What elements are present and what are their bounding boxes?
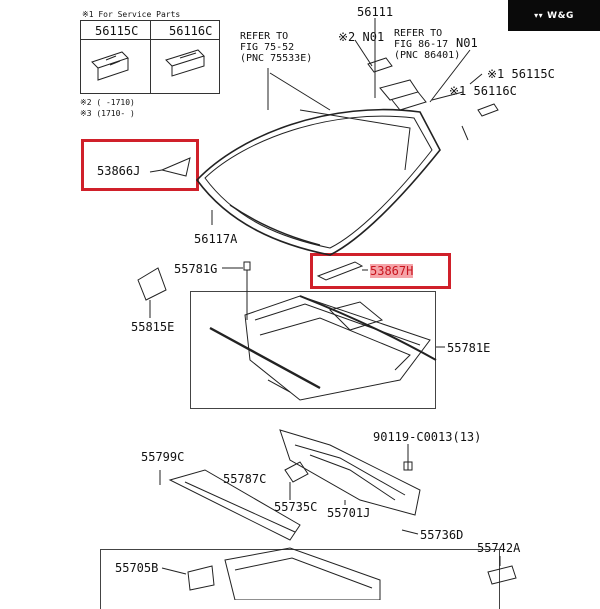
label-55781g: 55781G	[174, 262, 218, 276]
label-55735c: 55735C	[274, 500, 318, 514]
highlight-53867h	[310, 253, 451, 289]
clip-56115c-small	[477, 103, 499, 117]
bracket-55815e	[137, 267, 167, 301]
clip-56116c-sketch	[165, 49, 205, 77]
brand-text: W&G	[547, 10, 574, 21]
label-56111: 56111	[357, 5, 394, 19]
label-90119-c0013: 90119-C0013(13)	[373, 430, 482, 444]
label-n01-a: ※2 N01	[338, 30, 385, 44]
label-56117a: 56117A	[194, 232, 238, 246]
note-3: ※3 (1710- )	[80, 109, 135, 118]
label-55701j: 55701J	[327, 506, 371, 520]
label-55787c: 55787C	[223, 472, 267, 486]
wing-logo-icon: ▾▾	[534, 11, 544, 20]
label-53867h: 53867H	[370, 264, 414, 278]
dash-panel-box	[100, 549, 500, 609]
label-55736d: 55736D	[420, 528, 464, 542]
clip-55735c	[284, 461, 309, 483]
mirror-bracket-sketch	[367, 57, 427, 111]
highlight-53866j	[81, 139, 199, 191]
dash-panel-55705b	[187, 547, 381, 600]
label-53866j: 53866J	[97, 164, 141, 178]
lower-cowl-55701j	[279, 429, 421, 516]
seal-55742a	[487, 565, 517, 585]
label-55742a: 55742A	[477, 541, 521, 555]
brand-badge: ▾▾ W&G	[508, 0, 600, 31]
cowl-top-panel	[209, 295, 437, 401]
service-parts-header: ※1 For Service Parts	[82, 10, 181, 19]
note-2: ※2 ( -1710)	[80, 98, 135, 107]
service-part-col1: 56115C	[95, 24, 139, 38]
rail-55787c	[168, 469, 301, 541]
label-55799c: 55799C	[141, 450, 185, 464]
part-53866j	[160, 157, 191, 177]
windshield-glass	[195, 108, 441, 256]
clip-56115c-sketch	[91, 51, 129, 81]
service-part-col2: 56116C	[169, 24, 213, 38]
label-56115c: ※1 56115C	[487, 67, 555, 81]
service-parts-table: 56115C 56116C	[80, 20, 220, 94]
label-55815e: 55815E	[131, 320, 175, 334]
part-53867h	[316, 261, 364, 281]
screw-90119	[403, 461, 413, 471]
bolt-55781g	[243, 261, 251, 320]
label-56116c: ※1 56116C	[449, 84, 517, 98]
label-55705b: 55705B	[115, 561, 159, 575]
cowl-assembly-box	[190, 291, 436, 409]
label-55781e: 55781E	[447, 341, 491, 355]
label-n01-b: N01	[456, 36, 478, 50]
